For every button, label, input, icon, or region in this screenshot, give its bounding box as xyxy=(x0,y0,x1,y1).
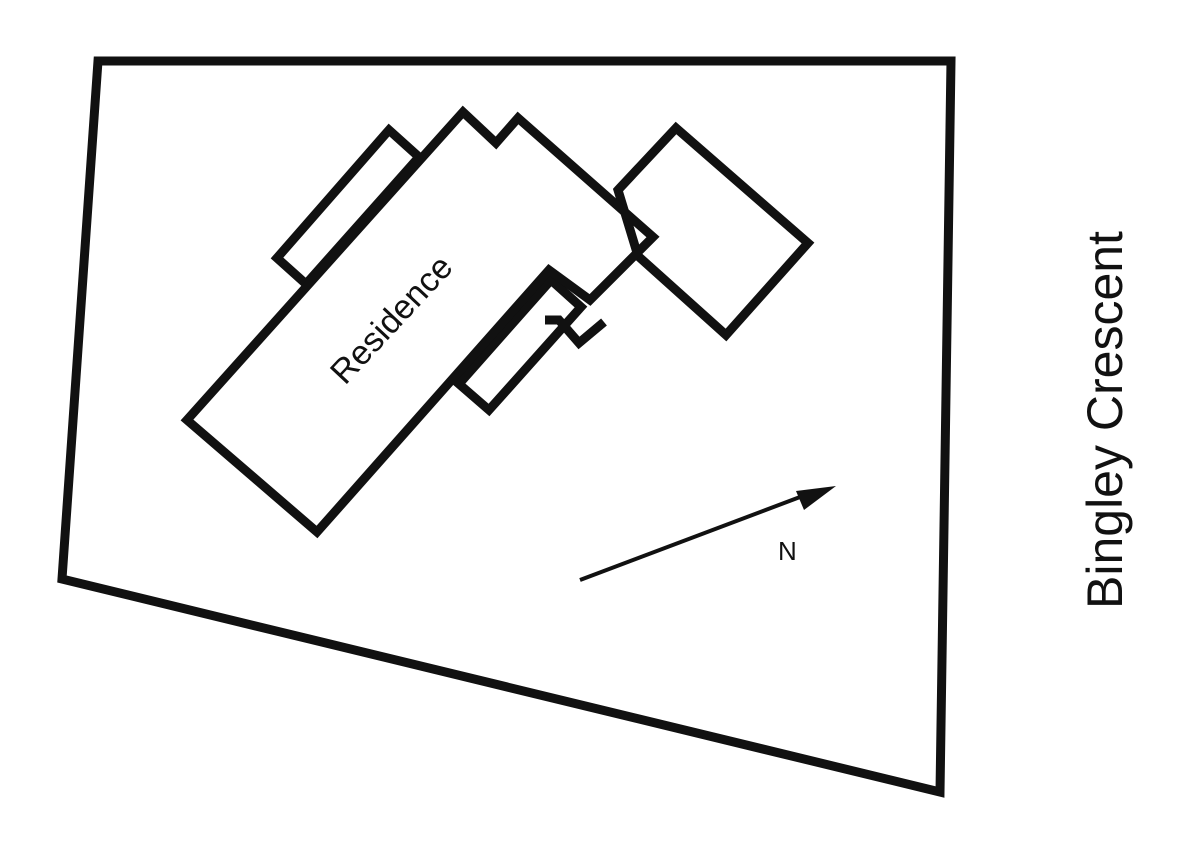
north-label: N xyxy=(778,536,797,566)
north-arrow-head xyxy=(796,486,836,510)
north-arrow-shaft xyxy=(579,492,809,582)
step-notch xyxy=(545,315,607,350)
annex-strip-upper xyxy=(270,123,426,291)
annex-strip-lower xyxy=(452,273,588,417)
property-boundary xyxy=(57,56,956,798)
residence-building xyxy=(180,105,660,539)
residence-label: Residence xyxy=(323,248,460,391)
street-label: Bingley Crescent xyxy=(1077,231,1133,609)
outbuilding xyxy=(612,121,815,342)
